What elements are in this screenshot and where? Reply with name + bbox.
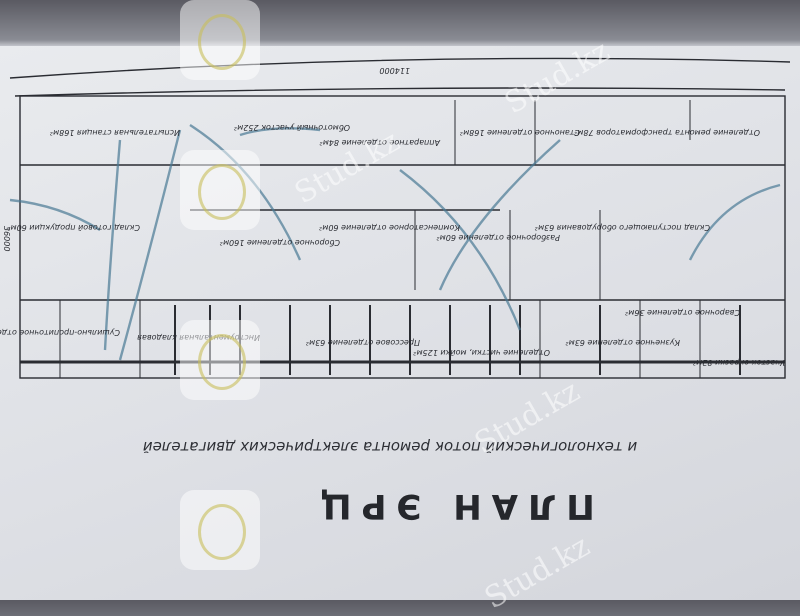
room-label: Обмоточный участок 252м² [233, 123, 350, 132]
room-label: Испытательная станция 168м² [49, 128, 180, 137]
paper-sheet [0, 46, 800, 600]
outer-wall-top [14, 87, 786, 97]
outer-wall [19, 95, 786, 379]
room-label: Станочное отделение 168м² [459, 128, 580, 137]
side-dimension-label: 36000 [2, 226, 11, 251]
room-label: Компенсаторное отделение 60м² [318, 223, 460, 232]
plan-title: ПЛАН ЭРЦ [310, 486, 595, 526]
room-label: Кузнечное отделение 63м² [565, 338, 680, 347]
room-label: Склад поступающего оборудования 63м² [534, 223, 710, 232]
watermark-logo-icon [180, 150, 260, 230]
room-label: Прессовое отделение 63м² [305, 338, 420, 347]
dimension-line [9, 57, 791, 79]
room-label: Сушильно-пропиточное отделение 125м² [0, 328, 120, 337]
watermark-logo-icon [180, 490, 260, 570]
watermark-logo-icon [180, 320, 260, 400]
room-label: Отделение чистки, мойки 125м² [413, 348, 550, 357]
room-label: Аппаратное отделение 84м² [319, 138, 441, 147]
plan-subtitle: и технологический поток ремонта электрич… [142, 438, 638, 456]
watermark-logo-icon [180, 0, 260, 80]
room-label: Отделение ремонта трансформаторов 78м² [573, 128, 760, 137]
room-label: Сварочное отделение 36м² [624, 308, 740, 317]
room-label: Склад готовой продукции 60м² [7, 223, 140, 232]
room-labels: 114000 Испытательная станция 168м² Обмот… [0, 66, 785, 367]
room-label: Разборочное отделение 60м² [436, 233, 560, 242]
room-label: Участок окраски 82м² [692, 358, 785, 367]
dimension-label: 114000 [379, 66, 410, 75]
room-label: Сборочное отделение 160м² [219, 238, 340, 247]
